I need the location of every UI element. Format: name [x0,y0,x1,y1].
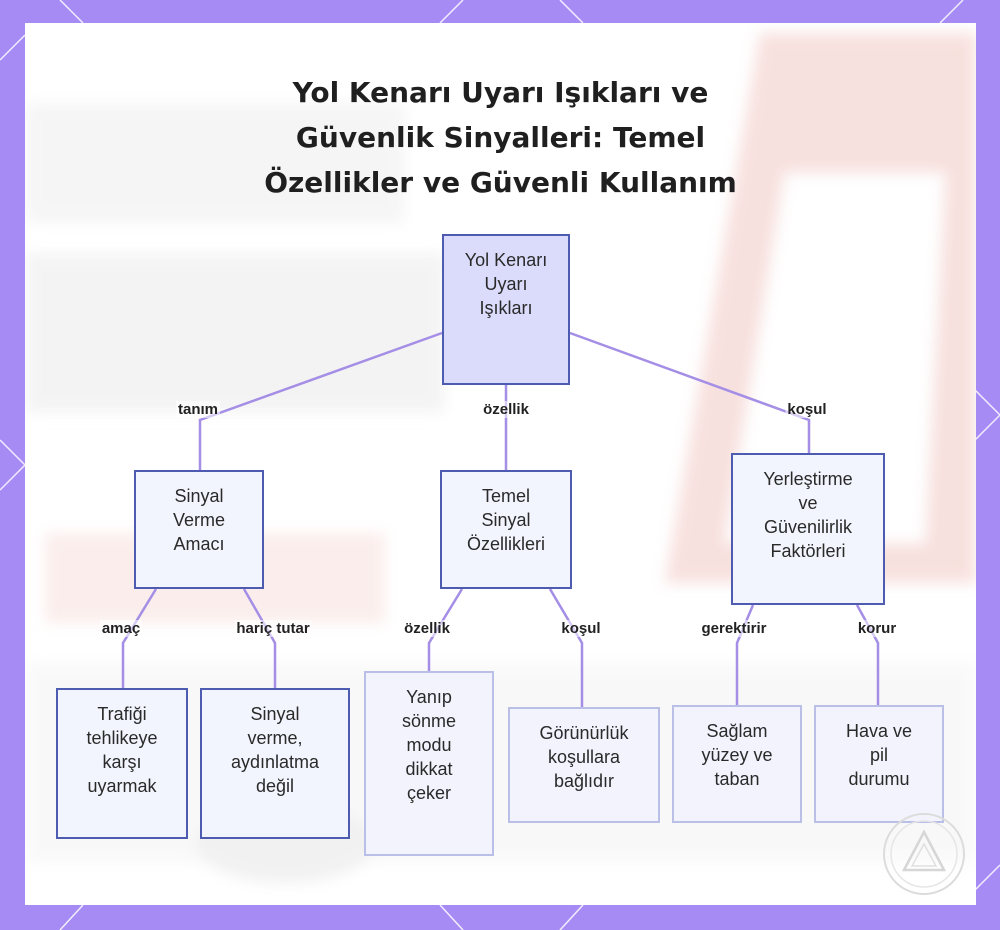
node-blink-mode-line-5: çeker [406,783,451,803]
title-line-1: Yol Kenarı Uyarı Işıkları ve [292,76,709,109]
node-visibility-line-3: bağlıdır [553,771,615,791]
edge-features-visibility [548,588,584,707]
node-basic-features-line-3: Özellikleri [466,534,545,554]
edge-label-kosul-root: koşul [785,401,829,418]
node-weather-battery-line-2: pil [869,745,888,765]
edge-placement-surface [735,604,755,705]
edge-label-ozellik-features: özellik [402,620,452,637]
page-title: Yol Kenarı Uyarı Işıkları ve Güvenlik Si… [25,70,976,205]
edge-purpose-warn [121,588,158,688]
node-blink-mode-line-1: Yanıp [406,687,452,707]
node-not-lighting-line-1: Sinyal [250,704,300,724]
title-line-2: Güvenlik Sinyalleri: Temel [295,121,706,154]
edge-label-tanim: tanım [175,401,221,418]
node-weather-battery-line-3: durumu [848,769,910,789]
node-root-line-2: Uyarı [484,274,528,294]
node-placement-factors-line-4: Faktörleri [770,541,846,561]
node-solid-surface-line-1: Sağlam [706,721,768,741]
node-placement-factors-line-1: Yerleştirme [763,469,853,489]
watermark-logo [883,813,965,895]
edge-root-purpose [198,331,443,470]
edge-placement-weather [855,604,880,705]
node-warn-traffic: Trafiği tehlikeye karşı uyarmak [56,688,188,839]
node-blink-mode: Yanıp sönme modu dikkat çeker [364,671,494,856]
edge-label-korur: korur [855,620,899,637]
node-weather-battery-line-1: Hava ve [845,721,913,741]
node-signal-purpose-line-3: Amacı [173,534,225,554]
node-weather-battery: Hava ve pil durumu [814,705,944,823]
edge-label-amac: amaç [99,620,143,637]
node-basic-features: Temel Sinyal Özellikleri [440,470,572,589]
node-warn-traffic-line-2: tehlikeye [86,728,158,748]
edge-features-blink [427,588,464,671]
diagram-card: Yol Kenarı Uyarı Işıkları ve Güvenlik Si… [25,23,976,905]
node-visibility: Görünürlük koşullara bağlıdır [508,707,660,823]
node-signal-purpose: Sinyal Verme Amacı [134,470,264,589]
node-visibility-line-2: koşullara [547,747,621,767]
node-not-lighting-line-2: verme, [247,728,303,748]
node-basic-features-line-2: Sinyal [481,510,531,530]
node-root-line-3: Işıkları [479,298,533,318]
node-solid-surface: Sağlam yüzey ve taban [672,705,802,823]
node-warn-traffic-line-3: karşı [102,752,142,772]
edge-purpose-lighting [242,588,277,688]
node-blink-mode-line-2: sönme [401,711,457,731]
node-warn-traffic-line-1: Trafiği [97,704,147,724]
edge-label-ozellik-root: özellik [481,401,531,418]
node-solid-surface-line-3: taban [714,769,760,789]
node-solid-surface-line-2: yüzey ve [701,745,773,765]
node-signal-purpose-line-2: Verme [172,510,226,530]
node-not-lighting-line-3: aydınlatma [230,752,320,772]
node-signal-purpose-line-1: Sinyal [174,486,224,506]
node-root-line-1: Yol Kenarı [464,250,548,270]
node-placement-factors: Yerleştirme ve Güvenilirlik Faktörleri [731,453,885,605]
node-blink-mode-line-4: dikkat [405,759,453,779]
node-warn-traffic-line-4: uyarmak [87,776,157,796]
node-not-lighting: Sinyal verme, aydınlatma değil [200,688,350,839]
title-line-3: Özellikler ve Güvenli Kullanım [264,166,737,199]
node-placement-factors-line-3: Güvenilirlik [763,517,853,537]
node-blink-mode-line-3: modu [406,735,452,755]
edge-lines [121,331,880,707]
node-not-lighting-line-4: değil [255,776,295,796]
node-placement-factors-line-2: ve [798,493,818,513]
node-visibility-line-1: Görünürlük [539,723,629,743]
node-basic-features-line-1: Temel [481,486,530,506]
node-root: Yol Kenarı Uyarı Işıkları [442,234,570,385]
edge-label-gerektirir: gerektirir [699,620,769,637]
edge-root-placement [569,331,811,453]
edge-label-haric-tutar: hariç tutar [234,620,312,637]
edge-label-kosul-features: koşul [559,620,603,637]
